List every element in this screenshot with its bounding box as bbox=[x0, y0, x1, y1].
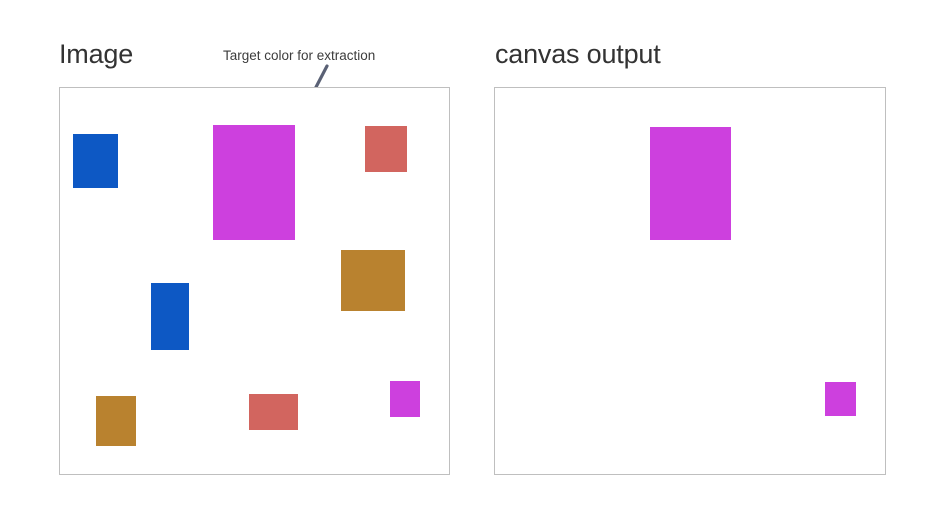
blue-rect-middle bbox=[151, 283, 189, 350]
ochre-square-middle bbox=[341, 250, 405, 311]
annotation-label: Target color for extraction bbox=[223, 48, 376, 63]
magenta-square-small bbox=[390, 381, 420, 417]
red-square-top-right bbox=[365, 126, 407, 172]
image-panel bbox=[59, 87, 450, 475]
ochre-rect-bottom-left bbox=[96, 396, 136, 446]
blue-rect-top-left bbox=[73, 134, 118, 188]
magenta-rect-large-extracted bbox=[650, 127, 731, 240]
magenta-rect-large bbox=[213, 125, 295, 240]
red-rect-bottom bbox=[249, 394, 298, 430]
magenta-square-small-extracted bbox=[825, 382, 856, 416]
page-title-image: Image bbox=[59, 39, 134, 69]
canvas-output-panel bbox=[494, 87, 886, 475]
page-title-canvas-output: canvas output bbox=[495, 39, 661, 69]
